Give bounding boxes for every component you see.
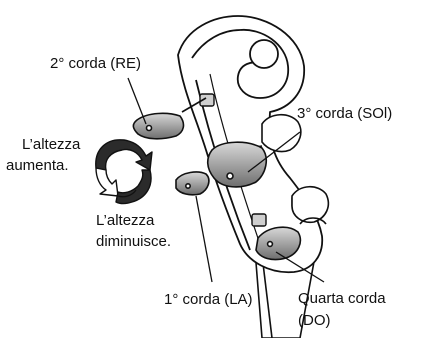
label-pitch-down-line2: diminuisce. (96, 233, 172, 250)
label-pitch-down-line1: L’altezza (96, 212, 155, 229)
leader-lines (127, 77, 325, 283)
leader-string-1 (195, 195, 213, 283)
leader-string-4 (275, 251, 325, 283)
peg-string-4[interactable] (255, 185, 330, 261)
leader-string-3 (247, 131, 301, 173)
label-string-1: 1° corda (LA) (164, 291, 253, 308)
label-string-4-line2: (DO) (298, 312, 331, 329)
peg-string-1[interactable] (175, 171, 210, 196)
label-pitch-up-line1: L’altezza (22, 136, 81, 153)
rotation-arrows-icon (95, 139, 153, 205)
label-pitch-up-line2: aumenta. (6, 157, 69, 174)
label-string-2: 2° corda (RE) (50, 55, 142, 72)
label-string-4-line1: Quarta corda (298, 290, 386, 307)
peg-string-2[interactable] (132, 97, 207, 140)
leader-string-2 (127, 77, 147, 125)
label-string-3: 3° corda (SOl) (297, 105, 393, 122)
peg-string-3[interactable] (206, 113, 302, 188)
